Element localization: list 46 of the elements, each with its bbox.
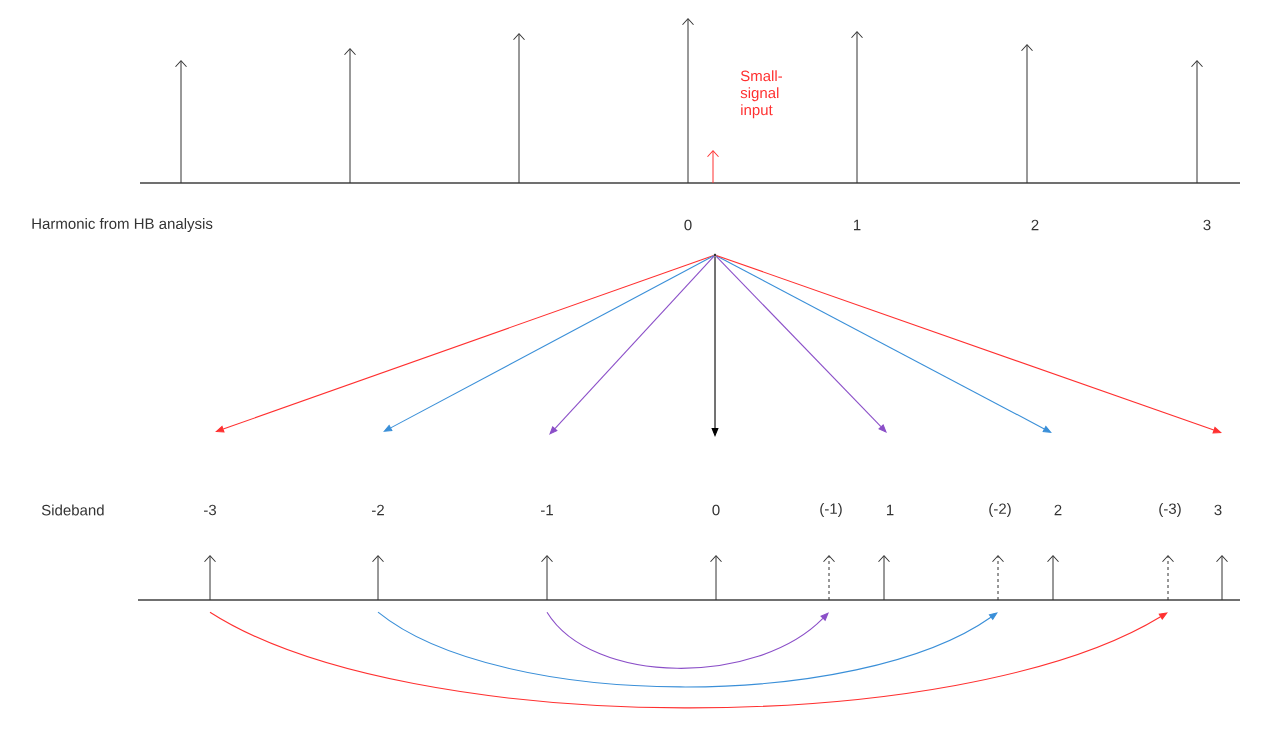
tick-label: 3 — [1203, 219, 1211, 231]
impulse-arrow — [992, 555, 1004, 601]
tick-label: -2 — [372, 504, 384, 516]
tick-label: 3 — [1214, 504, 1222, 516]
impulse-arrow — [175, 60, 187, 184]
impulse-arrow — [710, 555, 722, 601]
tick-label: 2 — [1031, 219, 1039, 231]
arrow — [383, 255, 715, 432]
arrow — [711, 255, 719, 437]
impulse-arrow — [1216, 555, 1228, 601]
axis-title: Harmonic from HB analysis — [32, 218, 213, 232]
impulse-arrow — [1047, 555, 1059, 601]
impulse-arrow — [1191, 60, 1203, 184]
impulse-arrow — [851, 31, 863, 184]
impulse-arrow — [513, 33, 525, 184]
tick-label: (-1) — [820, 503, 842, 517]
impulse-arrow — [204, 555, 216, 601]
arrow — [549, 255, 715, 435]
tick-label: (-3) — [1159, 503, 1181, 517]
arrow — [215, 254, 715, 433]
junction-point — [713, 253, 717, 257]
curved-arrow — [209, 611, 1168, 709]
arrow — [715, 254, 1222, 434]
tick-label: 1 — [854, 219, 861, 231]
impulse-arrow — [541, 555, 553, 601]
impulse-arrow — [344, 48, 356, 184]
tick-label: -1 — [541, 504, 553, 516]
tick-label: (-2) — [989, 503, 1011, 517]
impulse-arrow — [823, 555, 835, 601]
tick-label: -3 — [204, 504, 216, 516]
signal-label: Small-signal input — [740, 70, 783, 119]
impulse-arrow — [878, 555, 890, 601]
curved-arrow — [377, 611, 998, 688]
arrow — [715, 255, 887, 433]
curved-arrow — [546, 611, 829, 669]
impulse-arrow — [707, 150, 719, 184]
impulse-arrow — [372, 555, 384, 601]
tick-label: 0 — [684, 219, 692, 231]
tick-label: 2 — [1054, 504, 1062, 516]
impulse-arrow — [1021, 44, 1033, 184]
tick-label: 1 — [887, 504, 894, 516]
impulse-arrow — [682, 18, 694, 184]
tick-label: 0 — [712, 504, 720, 516]
axis-title: Sideband — [41, 504, 104, 516]
impulse-arrow — [1162, 555, 1174, 601]
arrow — [715, 255, 1052, 433]
